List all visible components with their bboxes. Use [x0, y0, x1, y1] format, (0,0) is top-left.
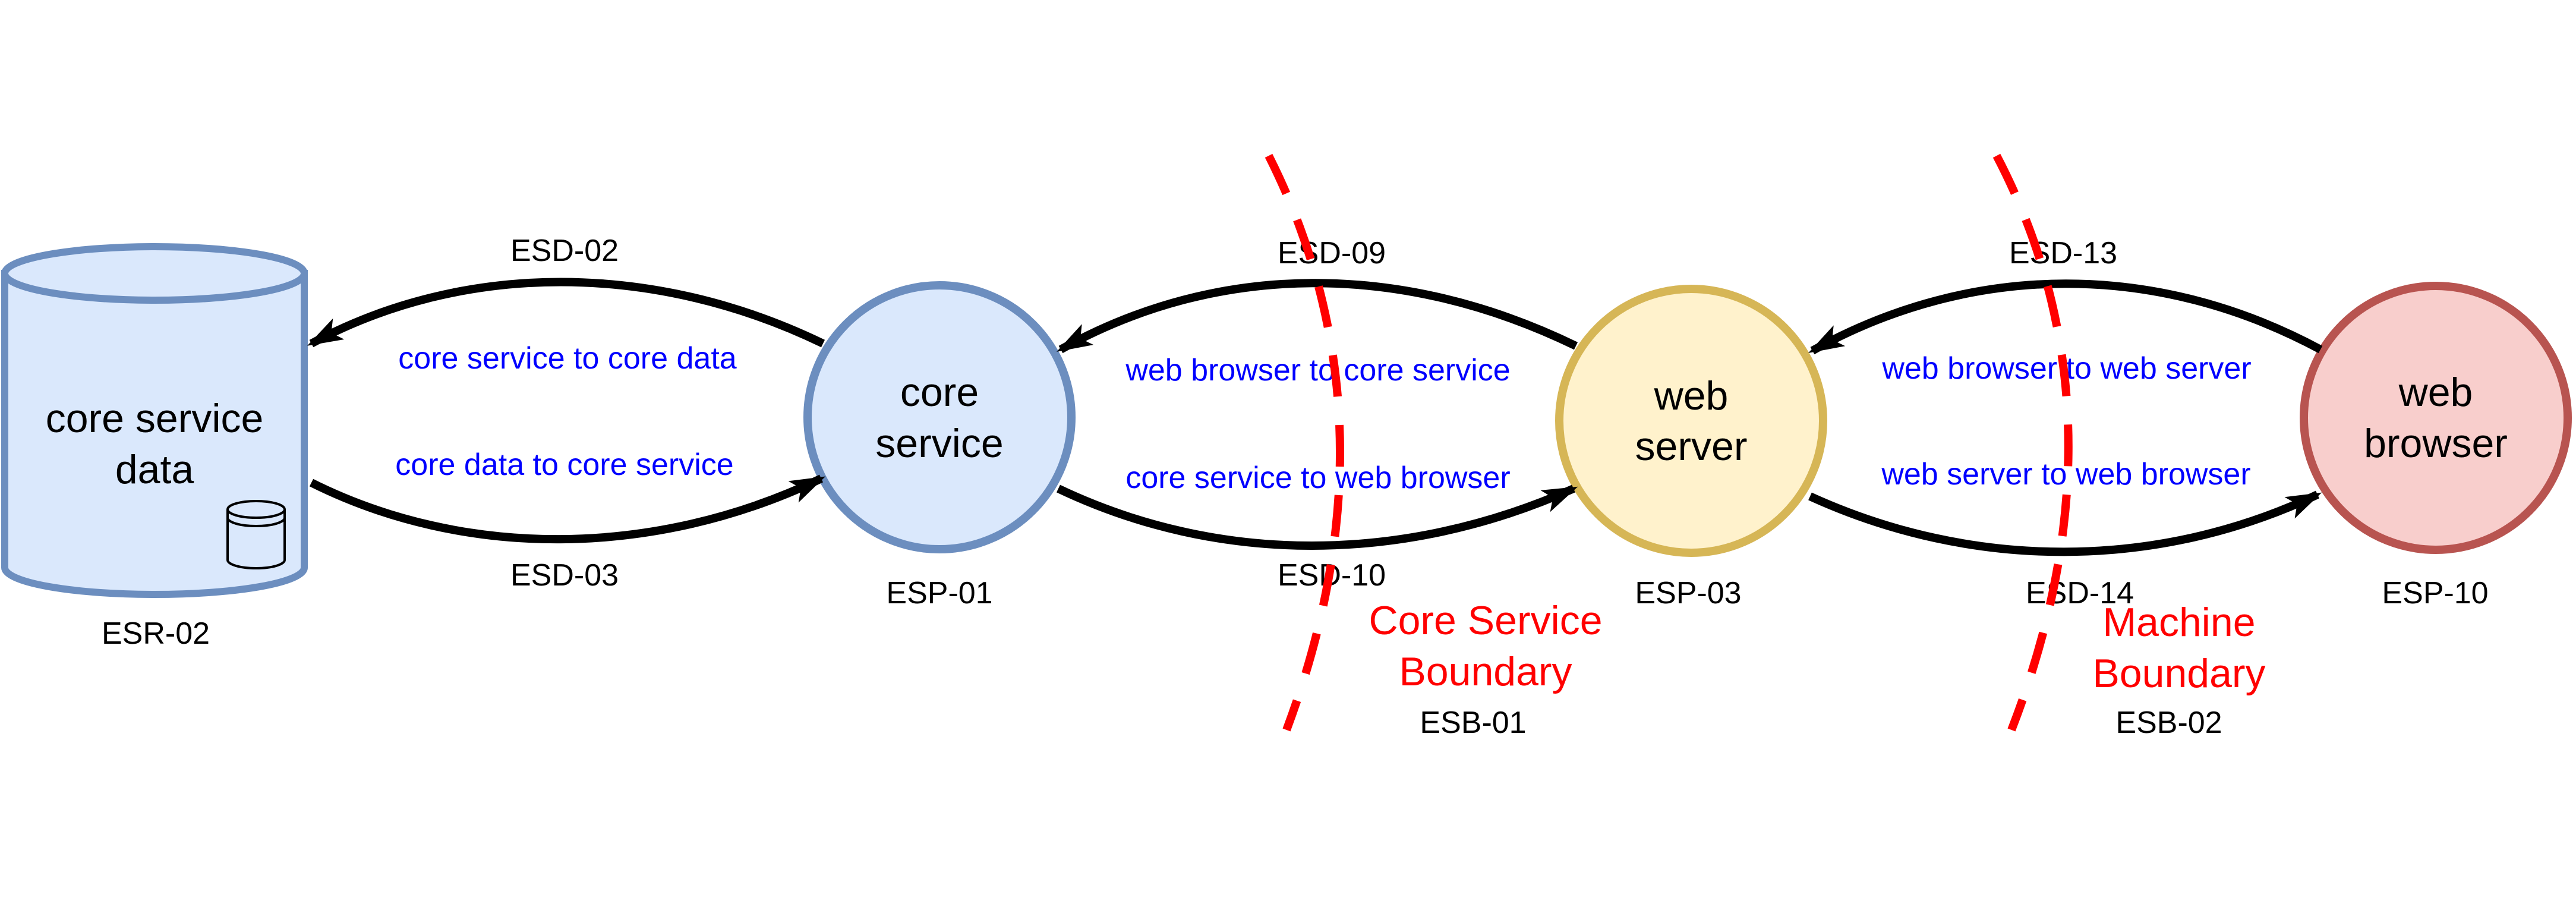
flow-esd09-label: web browser to core service	[1125, 353, 1510, 388]
process-web-browser-label-line2: browser	[2364, 421, 2508, 466]
boundary-core-service-label-line2: Boundary	[1399, 649, 1572, 694]
flow-esd03-id: ESD-03	[510, 558, 619, 593]
flow-esd02-label: core service to core data	[398, 341, 736, 376]
process-web-server-circle	[1555, 285, 1827, 557]
boundary-core-service-line[interactable]	[1265, 153, 1344, 732]
process-web-server-label-line2: server	[1635, 424, 1748, 469]
datastore-id: ESR-02	[102, 616, 210, 651]
process-web-server-id: ESP-03	[1635, 576, 1741, 610]
boundary-core-service-label-line1: Core Service	[1369, 598, 1602, 643]
process-web-browser-circle	[2300, 282, 2572, 554]
datastore-label-line2: data	[115, 447, 194, 492]
boundary-machine-label-line1: Machine	[2102, 600, 2255, 645]
process-web-browser[interactable]: web browser	[2300, 282, 2572, 554]
flow-esd09-arrow[interactable]	[1057, 279, 1578, 354]
flow-esd02-id: ESD-02	[510, 234, 619, 268]
flow-esd13-id: ESD-13	[2009, 236, 2117, 270]
boundary-machine-line[interactable]	[1992, 153, 2073, 732]
boundary-machine-label-line2: Boundary	[2092, 651, 2265, 696]
flow-esd02-arrow[interactable]	[307, 278, 825, 348]
datastore-top	[1, 243, 308, 304]
flow-esd13-arrow[interactable]	[1808, 279, 2323, 355]
flow-esd10-label: core service to web browser	[1125, 461, 1510, 495]
datastore-label-line1: core service	[46, 396, 264, 441]
boundary-core-service-id: ESB-01	[1420, 706, 1526, 740]
process-web-server[interactable]: web server	[1555, 285, 1827, 557]
flow-esd03-label: core data to core service	[395, 448, 733, 482]
process-web-browser-label-line1: web	[2398, 370, 2473, 415]
process-core-service-id: ESP-01	[886, 576, 992, 610]
datastore-body	[1, 270, 308, 598]
boundary-machine-id: ESB-02	[2115, 706, 2222, 740]
process-core-service-circle	[803, 281, 1076, 553]
process-core-service-label-line2: service	[875, 421, 1003, 466]
database-icon	[226, 500, 286, 569]
flow-esd03-arrow[interactable]	[309, 474, 826, 544]
flow-esd10-arrow[interactable]	[1056, 484, 1578, 550]
process-core-service-label-line1: core	[900, 370, 979, 415]
process-web-server-label-line1: web	[1654, 373, 1729, 418]
process-web-browser-id: ESP-10	[2382, 576, 2488, 610]
flow-esd14-arrow[interactable]	[1808, 490, 2322, 556]
flow-esd14-id: ESD-14	[2026, 576, 2134, 610]
process-core-service[interactable]: core service	[803, 281, 1076, 553]
datastore-core-service-data[interactable]: core service data	[1, 243, 308, 598]
flow-esd09-id: ESD-09	[1278, 236, 1386, 270]
